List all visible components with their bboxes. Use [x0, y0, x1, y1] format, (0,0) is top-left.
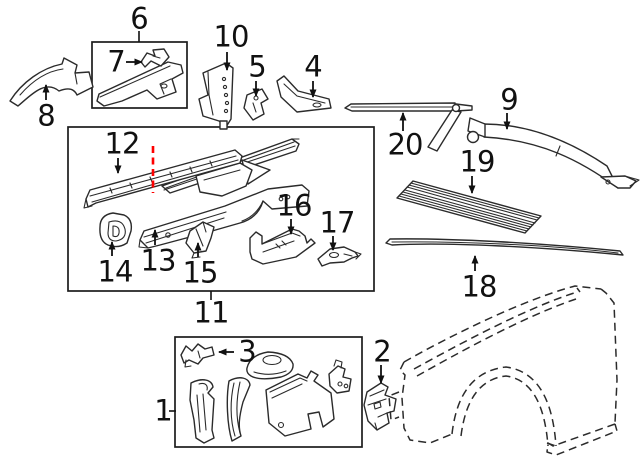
callout-1[interactable]: 1	[154, 393, 172, 428]
callout-15[interactable]: 15	[182, 255, 219, 290]
part-9-drawing[interactable]	[466, 117, 640, 189]
callout-11[interactable]: 11	[193, 295, 230, 330]
part-6-drawing[interactable]	[96, 61, 184, 107]
callout-17[interactable]: 17	[319, 205, 356, 240]
fender-reference-outline	[388, 285, 618, 456]
part-14-drawing[interactable]	[99, 212, 133, 248]
part-8-drawing[interactable]	[9, 57, 94, 107]
callout-12[interactable]: 12	[104, 126, 141, 161]
part-7-drawing[interactable]	[140, 48, 170, 68]
part-2-drawing[interactable]	[363, 382, 397, 431]
part-17-drawing[interactable]	[317, 246, 362, 267]
part-19-drawing[interactable]	[396, 180, 542, 234]
part-1-bracket-drawing[interactable]	[328, 359, 352, 394]
part-10-drawing[interactable]	[198, 62, 234, 130]
part-1-dome-drawing[interactable]	[246, 351, 294, 380]
callout-2[interactable]: 2	[373, 334, 391, 369]
callout-3[interactable]: 3	[238, 334, 256, 369]
callout-9[interactable]: 9	[500, 82, 518, 117]
group-box-1	[174, 336, 363, 448]
callout-13[interactable]: 13	[140, 243, 177, 278]
callout-14[interactable]: 14	[97, 254, 134, 289]
callout-7[interactable]: 7	[107, 44, 125, 79]
callout-18[interactable]: 18	[461, 269, 498, 304]
callout-6[interactable]: 6	[130, 1, 148, 36]
part-3-drawing[interactable]	[180, 343, 215, 368]
callout-4[interactable]: 4	[304, 49, 322, 84]
callout-19[interactable]: 19	[459, 144, 496, 179]
callout-5[interactable]: 5	[248, 49, 266, 84]
part-1-panel-drawing[interactable]	[265, 370, 335, 437]
callout-10[interactable]: 10	[213, 19, 250, 54]
callout-8[interactable]: 8	[37, 98, 55, 133]
part-16-drawing[interactable]	[249, 228, 316, 265]
callout-arrows	[42, 52, 511, 384]
part-15-drawing[interactable]	[185, 221, 215, 259]
callout-16[interactable]: 16	[276, 188, 313, 223]
part-1-pillar-a-drawing[interactable]	[189, 379, 215, 444]
part-4-drawing[interactable]	[276, 75, 332, 113]
part-18-drawing[interactable]	[385, 238, 624, 256]
part-1-pillar-b-drawing[interactable]	[226, 377, 251, 442]
part-20-drawing[interactable]	[344, 102, 473, 152]
callout-20[interactable]: 20	[387, 127, 424, 162]
part-12-drawing[interactable]	[83, 138, 300, 209]
